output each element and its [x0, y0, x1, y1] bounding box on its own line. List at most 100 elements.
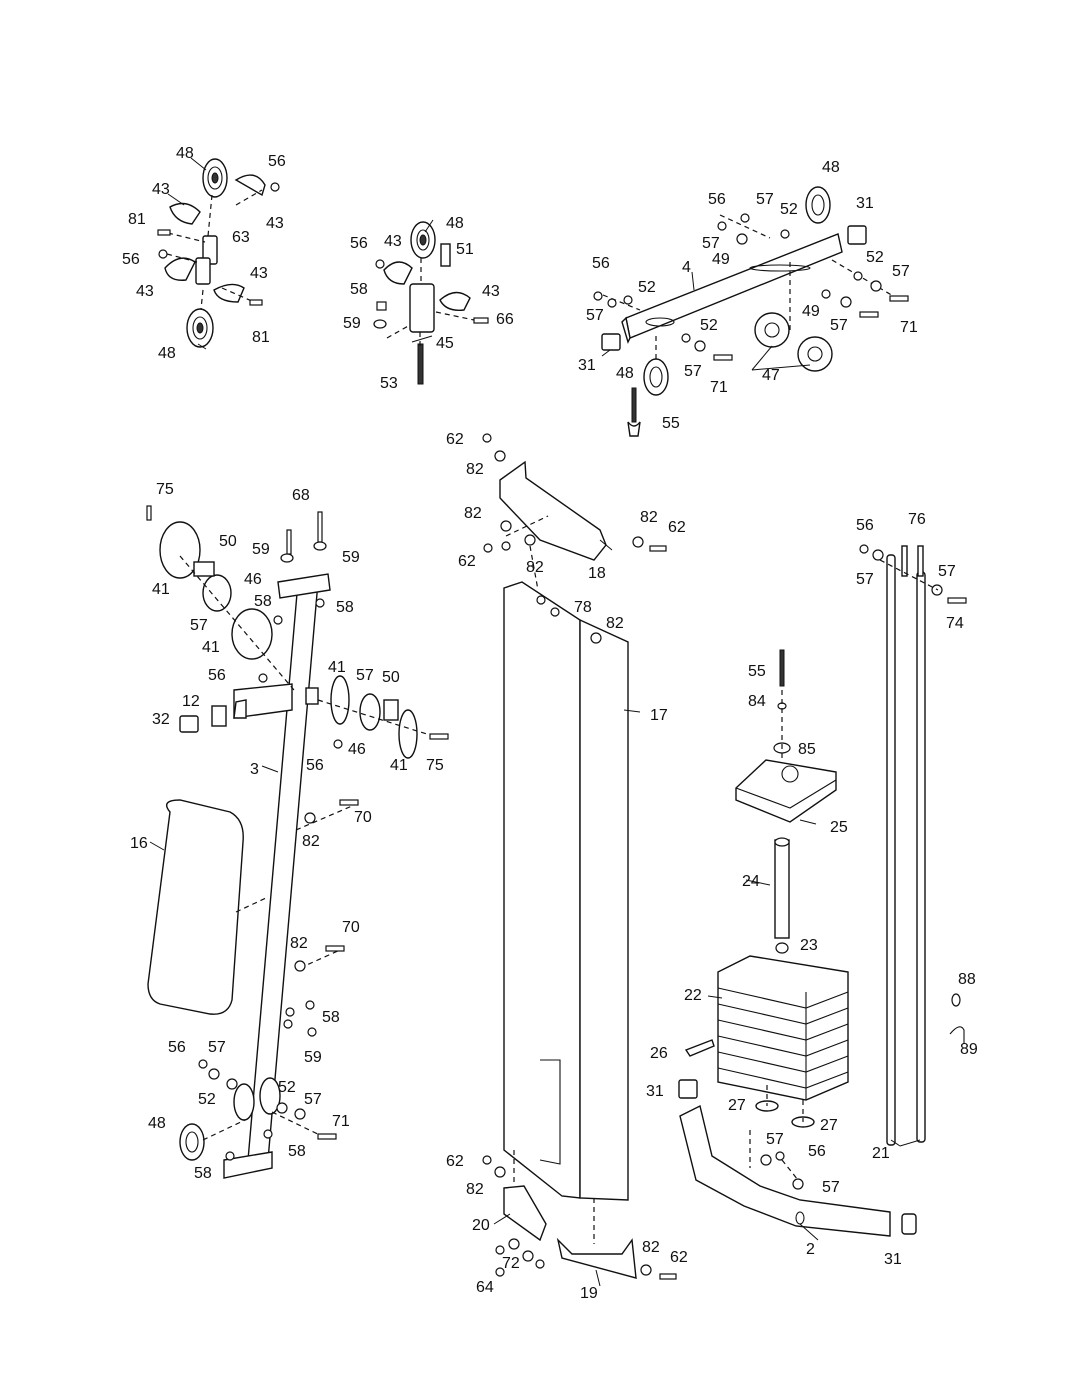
label-57: 57 — [892, 263, 910, 280]
label-57: 57 — [190, 617, 208, 634]
label-50: 50 — [382, 669, 400, 686]
label-53: 53 — [380, 375, 398, 392]
label-82: 82 — [302, 833, 320, 850]
label-82: 82 — [290, 935, 308, 952]
label-43: 43 — [152, 181, 170, 198]
label-48: 48 — [446, 215, 464, 232]
label-49: 49 — [802, 303, 820, 320]
label-75: 75 — [156, 481, 174, 498]
label-31: 31 — [578, 357, 596, 374]
label-48: 48 — [176, 145, 194, 162]
label-59: 59 — [252, 541, 270, 558]
label-16: 16 — [130, 835, 148, 852]
label-57: 57 — [208, 1039, 226, 1056]
label-57: 57 — [684, 363, 702, 380]
label-57: 57 — [586, 307, 604, 324]
label-58: 58 — [254, 593, 272, 610]
label-58: 58 — [288, 1143, 306, 1160]
label-50: 50 — [219, 533, 237, 550]
label-43: 43 — [482, 283, 500, 300]
label-43: 43 — [136, 283, 154, 300]
label-4: 4 — [682, 259, 691, 276]
label-47: 47 — [762, 367, 780, 384]
label-22: 22 — [684, 987, 702, 1004]
label-62: 62 — [458, 553, 476, 570]
label-82: 82 — [466, 461, 484, 478]
label-59: 59 — [343, 315, 361, 332]
label-75: 75 — [426, 757, 444, 774]
label-76: 76 — [908, 511, 926, 528]
label-57: 57 — [766, 1131, 784, 1148]
label-82: 82 — [642, 1239, 660, 1256]
label-82: 82 — [606, 615, 624, 632]
label-62: 62 — [668, 519, 686, 536]
label-57: 57 — [938, 563, 956, 580]
label-25: 25 — [830, 819, 848, 836]
label-55: 55 — [662, 415, 680, 432]
label-66: 66 — [496, 311, 514, 328]
pulley-bracket-assembly-45 — [373, 221, 489, 385]
label-58: 58 — [350, 281, 368, 298]
label-52: 52 — [780, 201, 798, 218]
label-85: 85 — [798, 741, 816, 758]
label-32: 32 — [152, 711, 170, 728]
label-88: 88 — [958, 971, 976, 988]
label-43: 43 — [384, 233, 402, 250]
label-57: 57 — [756, 191, 774, 208]
label-57: 57 — [702, 235, 720, 252]
label-71: 71 — [900, 319, 918, 336]
label-23: 23 — [800, 937, 818, 954]
label-43: 43 — [266, 215, 284, 232]
label-57: 57 — [856, 571, 874, 588]
label-17: 17 — [650, 707, 668, 724]
label-57: 57 — [830, 317, 848, 334]
label-41: 41 — [390, 757, 408, 774]
label-52: 52 — [866, 249, 884, 266]
label-81: 81 — [128, 211, 146, 228]
label-12: 12 — [182, 693, 200, 710]
crossbar-assembly-4 — [593, 186, 909, 437]
label-24: 24 — [742, 873, 760, 890]
pulley-bracket-assembly-63 — [157, 158, 280, 348]
leader-lines — [149, 157, 921, 1287]
label-41: 41 — [152, 581, 170, 598]
label-26: 26 — [650, 1045, 668, 1062]
label-52: 52 — [700, 317, 718, 334]
label-59: 59 — [304, 1049, 322, 1066]
label-57: 57 — [304, 1091, 322, 1108]
label-43: 43 — [250, 265, 268, 282]
label-82: 82 — [466, 1181, 484, 1198]
label-62: 62 — [446, 1153, 464, 1170]
label-56: 56 — [268, 153, 286, 170]
shroud-assembly-17 — [482, 433, 677, 1280]
label-2: 2 — [806, 1241, 815, 1258]
label-56: 56 — [350, 235, 368, 252]
label-59: 59 — [342, 549, 360, 566]
label-70: 70 — [354, 809, 372, 826]
label-56: 56 — [856, 517, 874, 534]
label-56: 56 — [168, 1039, 186, 1056]
label-70: 70 — [342, 919, 360, 936]
label-27: 27 — [728, 1097, 746, 1114]
label-58: 58 — [336, 599, 354, 616]
part-labels: 48 56 43 43 81 63 56 43 43 81 48 48 56 4… — [122, 145, 978, 1302]
label-56: 56 — [306, 757, 324, 774]
label-63: 63 — [232, 229, 250, 246]
label-31: 31 — [884, 1251, 902, 1268]
label-27: 27 — [820, 1117, 838, 1134]
label-89: 89 — [960, 1041, 978, 1058]
label-21: 21 — [872, 1145, 890, 1162]
label-49: 49 — [712, 251, 730, 268]
label-57: 57 — [356, 667, 374, 684]
label-48: 48 — [148, 1115, 166, 1132]
label-31: 31 — [646, 1083, 664, 1100]
label-68: 68 — [292, 487, 310, 504]
label-20: 20 — [472, 1217, 490, 1234]
label-58: 58 — [322, 1009, 340, 1026]
label-46: 46 — [244, 571, 262, 588]
label-72: 72 — [502, 1255, 520, 1272]
label-56: 56 — [122, 251, 140, 268]
label-64: 64 — [476, 1279, 494, 1296]
label-51: 51 — [456, 241, 474, 258]
